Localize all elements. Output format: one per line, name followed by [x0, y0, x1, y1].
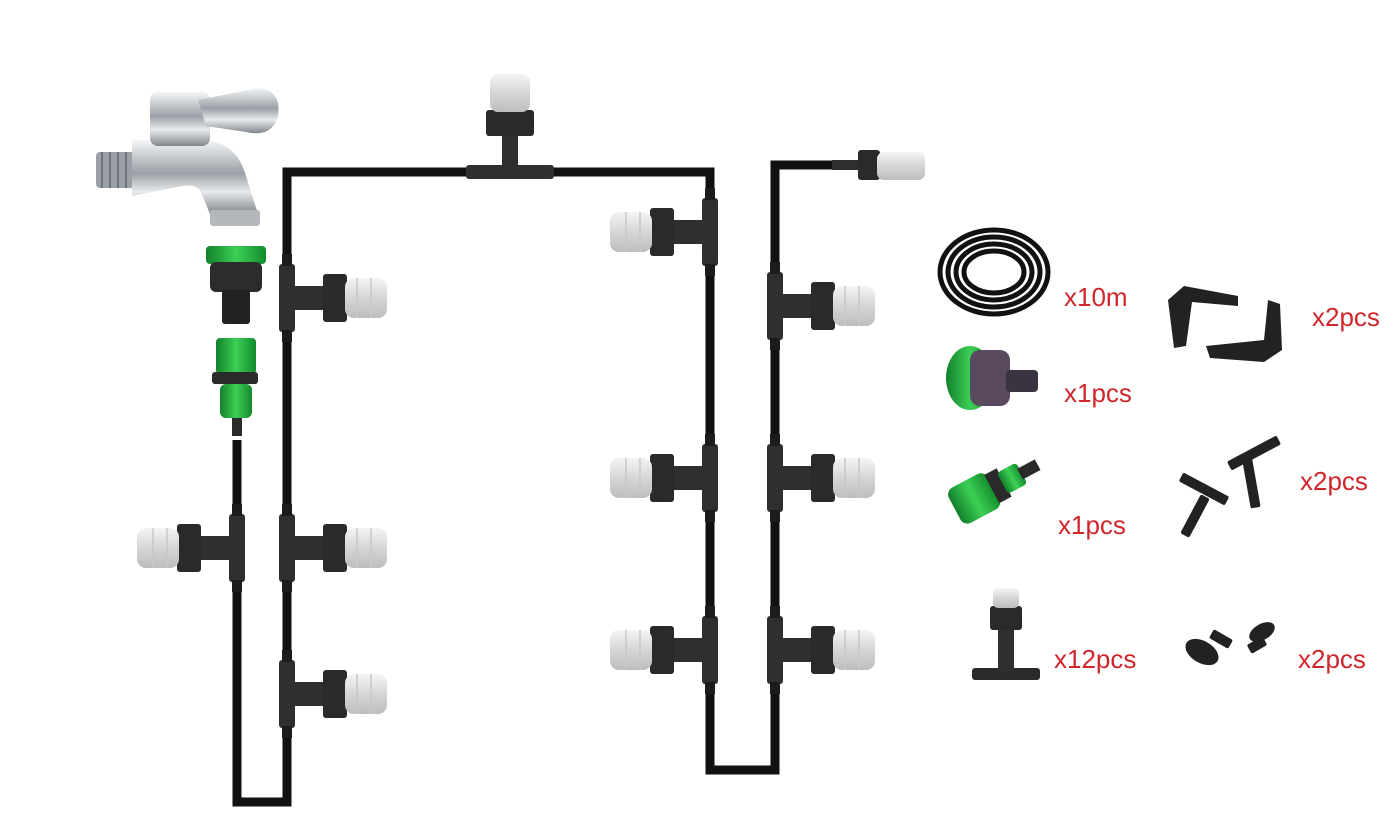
end-plug-quantity-label: x2pcs [1298, 644, 1366, 674]
tap-adapter-quantity-label: x1pcs [1064, 378, 1132, 408]
tube-main-loop [232, 160, 838, 807]
hose-coil-icon [937, 227, 1051, 317]
nozzle-tee-icon [766, 261, 876, 351]
nozzle-tee-icon [278, 253, 388, 343]
nozzle-tee-icon [766, 433, 876, 523]
tap-adapter-on-faucet [206, 246, 266, 324]
tee-quantity-label: x2pcs [1300, 466, 1368, 496]
quick-connector-in-line [212, 338, 258, 436]
drip-tubing [232, 160, 838, 807]
tee-connector-icon [1179, 436, 1281, 538]
end-plug-icon [1185, 622, 1275, 666]
misting-nozzle-tees-left-loop [137, 253, 388, 739]
nozzle-tee-icon [610, 434, 718, 522]
nozzle-quantity-label: x12pcs [1054, 644, 1136, 674]
nozzle-tee-icon [610, 188, 718, 276]
misting-nozzle-tees-right-loop [610, 188, 876, 695]
hose-quantity-label: x10m [1064, 282, 1128, 312]
elbow-quantity-label: x2pcs [1312, 302, 1380, 332]
nozzle-tee-icon [137, 504, 245, 592]
nozzle-tee-icon [610, 606, 718, 694]
quick-connector-icon [948, 459, 1041, 524]
tap-adapter-icon [946, 346, 1038, 410]
nozzle-tee-icon [278, 649, 388, 739]
nozzle-tee-icon [766, 605, 876, 695]
nozzle-tee-icon [972, 588, 1040, 680]
elbow-connector-icon [1168, 286, 1282, 362]
faucet-icon [96, 88, 279, 226]
nozzle-tee-icon [278, 503, 388, 593]
nozzle-tee-top [466, 74, 554, 179]
end-nozzle [832, 150, 925, 180]
parts-list: x10m x1pcs x1pcs x12pcs x2pcs [937, 227, 1380, 680]
quick-connector-quantity-label: x1pcs [1058, 510, 1126, 540]
